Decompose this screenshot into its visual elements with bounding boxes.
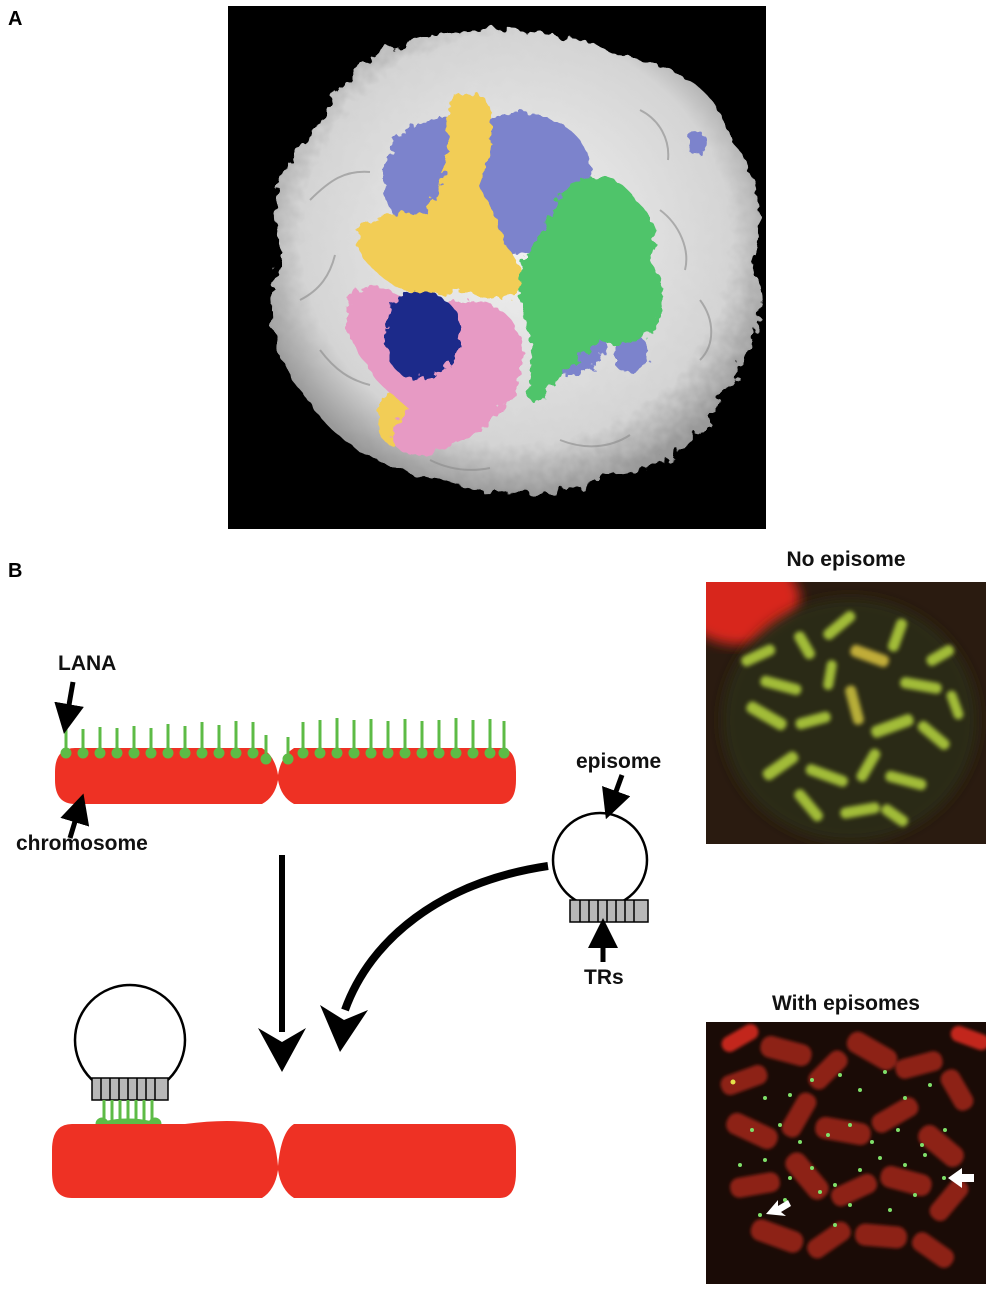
curved-arrow (341, 862, 549, 1012)
histone-pink (346, 286, 524, 456)
chromosome-top (55, 748, 516, 804)
lana-tether-bundle (95, 1100, 162, 1138)
surface-texture (299, 109, 713, 471)
chromosome-label: chromosome (16, 832, 148, 855)
panel-label-b: B (8, 560, 23, 582)
histone-lavender (383, 112, 707, 376)
lana-pointer-arrow (54, 681, 84, 734)
trs-label: TRs (584, 966, 624, 989)
structure-background (228, 6, 766, 529)
episome-indicator-arrow-right (948, 1168, 974, 1188)
episome-circle-bottom (73, 983, 187, 1097)
panel-label-a: A (8, 8, 23, 30)
lana-proteins-top (60, 718, 510, 765)
no-episome-title: No episome (786, 548, 906, 571)
curved-arrowhead (320, 1005, 368, 1052)
histone-green (518, 176, 664, 403)
episome-indicator-arrow-left (766, 1200, 791, 1216)
tr-repeats-top (569, 899, 649, 923)
histone-yellow (357, 92, 523, 446)
lana-label: LANA (58, 652, 117, 675)
episome-pointer-arrow (602, 774, 631, 820)
episome-label: episome (576, 750, 662, 773)
histone-core-white (271, 29, 761, 495)
with-episomes-title: With episomes (771, 992, 920, 1015)
histone-navy (385, 291, 462, 379)
tr-repeats-bottom (91, 1077, 169, 1101)
chromosome-bottom (52, 1121, 516, 1198)
down-arrowhead (258, 1028, 306, 1072)
episome-circle-top (551, 811, 649, 909)
